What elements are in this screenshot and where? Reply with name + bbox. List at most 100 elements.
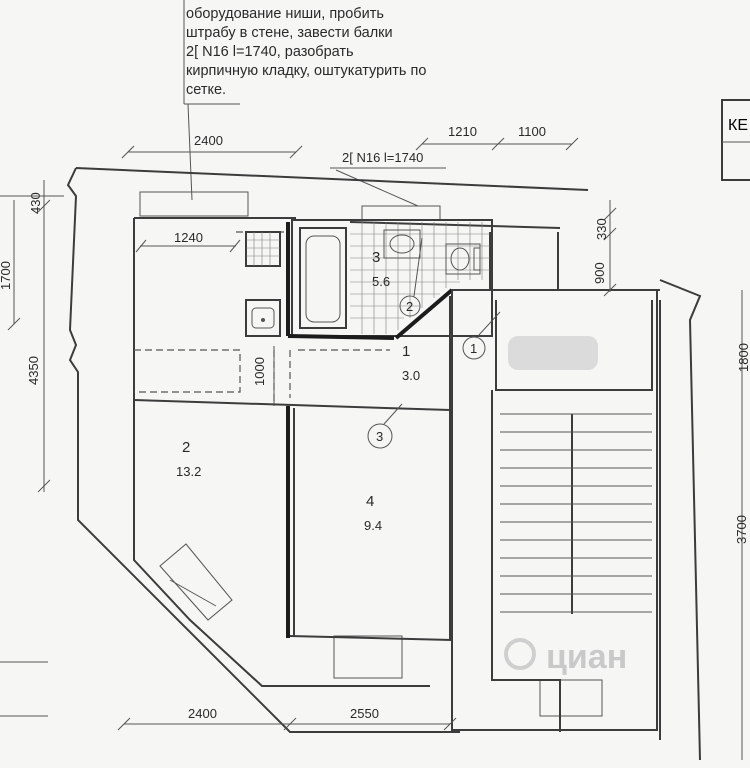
dim-330: 330 [594,218,609,240]
wall-top-inner-mid [349,221,561,229]
room-1-area: 3.0 [402,368,420,383]
window-bottom-stair [539,679,603,717]
bathtub-inner [305,235,341,323]
washbasin-icon [383,229,421,259]
room-4-number: 4 [366,493,374,510]
tick [135,239,147,253]
stairwell-outline [451,289,658,731]
room-labels: 1 3.0 2 13.2 3 5.6 4 9.4 [176,249,420,533]
bottom-dimensions: 2400 2550 [0,661,457,731]
marker-2-leader [413,237,423,297]
dim-1700: 1700 [0,261,13,290]
legend-label: КЕ [728,117,748,134]
fixtures [245,222,490,337]
partition-horizontal [133,399,451,411]
renovation-note: оборудование ниши, пробить штрабу в стен… [183,0,426,201]
bathroom-wall-bottom [287,334,395,340]
legend-box: КЕ [721,99,750,181]
stair-landing [495,300,653,391]
tick [603,227,617,241]
tick [603,207,617,221]
kitchen-sink-basin [251,307,275,329]
dim-1100: 1100 [518,124,546,139]
note-line-3: 2[ N16 l=1740, разобрать [186,44,354,60]
dim-430: 430 [28,192,43,214]
note-line-1: оборудование ниши, пробить [186,6,384,22]
dim-2400-bottom: 2400 [188,706,217,721]
right-dimensions: 330 900 1800 3700 [592,200,750,760]
note-line-4: кирпичную кладку, оштукатурить по [186,63,426,79]
room-2-area: 13.2 [176,464,201,479]
bathroom-diagonal [394,288,454,340]
blurred-label [508,336,598,370]
dim-1240: 1240 [174,230,203,245]
dash-kitchen [134,349,241,393]
corridor-wall [557,232,660,291]
dim-2400-top: 2400 [194,133,223,148]
interior-walls [133,219,702,761]
kitchen-sink-icon [245,299,281,337]
wall-left-inner [133,218,430,687]
note-line-5: сетке. [186,82,226,98]
wall-left-outer [66,167,460,733]
tick [603,283,617,297]
circled-markers: 1 2 3 [367,237,501,449]
room-1-number: 1 [402,343,410,360]
tick [283,717,297,731]
tick [443,717,457,731]
window-diagonal-pane [169,579,217,607]
kitchen-sink-drain [261,318,265,322]
watermark-text: циан [546,638,627,676]
dim-1210: 1210 [448,124,477,139]
marker-1-leader [477,311,501,337]
tick [229,239,241,253]
marker-1: 1 [470,341,477,356]
wall-top-outer [75,167,589,191]
tick [7,317,21,331]
tick [117,717,131,731]
marker-1-circle [462,336,486,360]
stove-grid [246,232,280,266]
dim-4350: 4350 [26,356,41,385]
tick [565,137,579,151]
inner-dimensions: 1240 1000 [135,230,275,406]
note-line-2: штрабу в стене, завести балки [186,25,393,41]
tick [415,137,429,151]
stove-icon [245,231,281,267]
marker-3-circle [367,423,393,449]
tick [289,145,303,159]
wall-room4-bottom [289,635,453,641]
beam-leader [335,169,419,207]
legend-frame [721,99,750,181]
toilet-bowl [450,247,470,271]
watermark: циан [504,638,627,676]
marker-3-leader [383,403,403,425]
washbasin-bowl [389,234,415,254]
marker-2-circle [399,295,421,317]
watermark-logo-icon [504,638,536,670]
tick [121,145,135,159]
tick [37,479,51,493]
dim-3700: 3700 [734,515,749,544]
stair-inner-wall [491,390,561,732]
tick [491,137,505,151]
dim-2550: 2550 [350,706,379,721]
bathtub-icon [299,227,347,329]
dim-1800: 1800 [736,343,750,372]
toilet-tank [473,247,481,271]
marker-2: 2 [406,299,413,314]
wall-right-outer [659,279,702,761]
marker-3: 3 [376,429,383,444]
staircase [491,300,653,732]
beam-label: 2[ N16 l=1740 [342,150,423,165]
window-niche-top [139,191,249,217]
top-dimensions: 2400 1210 1100 2[ N16 l=1740 [121,124,579,207]
room-4-area: 9.4 [364,518,382,533]
room-3-area: 5.6 [372,274,390,289]
room-2-number: 2 [182,439,190,456]
window-bottom [333,635,403,679]
dim-900: 900 [592,262,607,284]
window-diagonal [159,543,233,621]
